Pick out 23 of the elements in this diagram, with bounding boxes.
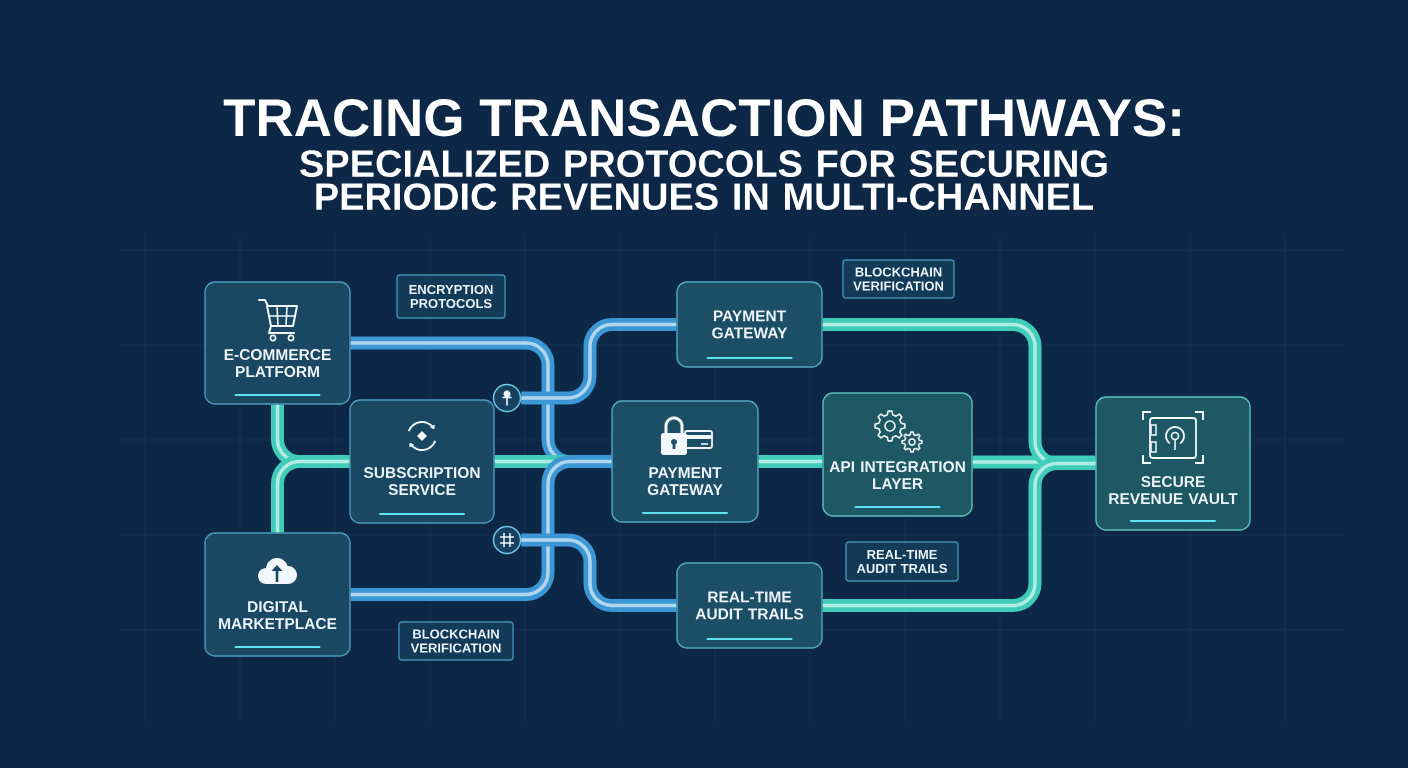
process-box: PAYMENT GATEWAY: [611, 400, 759, 523]
connector-line: [822, 457, 1096, 612]
process-box: E-COMMERCE PLATFORM: [204, 281, 351, 405]
tag-box: REAL-TIME AUDIT TRAILS: [845, 541, 959, 582]
connector-line: [350, 455, 612, 601]
process-box: API INTEGRATION LAYER: [822, 392, 973, 517]
process-box: REAL-TIME AUDIT TRAILS: [676, 562, 823, 649]
connector-line: [271, 455, 350, 533]
hash-icon: [492, 525, 522, 555]
tag-box: BLOCKCHAIN VERIFICATION: [398, 621, 514, 661]
title: TRACING TRANSACTION PATHWAYS:: [223, 99, 1180, 137]
connector-line: [972, 455, 1096, 469]
process-box: DIGITAL MARKETPLACE: [204, 532, 351, 657]
process-box: SECURE REVENUE VAULT: [1095, 396, 1251, 531]
pin-icon: [492, 383, 522, 413]
tag-box: BLOCKCHAIN VERIFICATION: [842, 259, 955, 299]
subtitle: SPECIALIZED PROTOCOLS FOR SECURING PERIODIC REVENUES IN MULTI-CHANNEL: [300, 150, 1107, 211]
connector-line: [521, 533, 677, 612]
connector-line: [758, 455, 823, 468]
tag-box: ENCRYPTION PROTOCOLS: [396, 274, 506, 319]
process-box: PAYMENT GATEWAY: [676, 281, 823, 368]
connector-line: [521, 318, 677, 405]
process-box: SUBSCRIPTION SERVICE: [349, 399, 495, 524]
